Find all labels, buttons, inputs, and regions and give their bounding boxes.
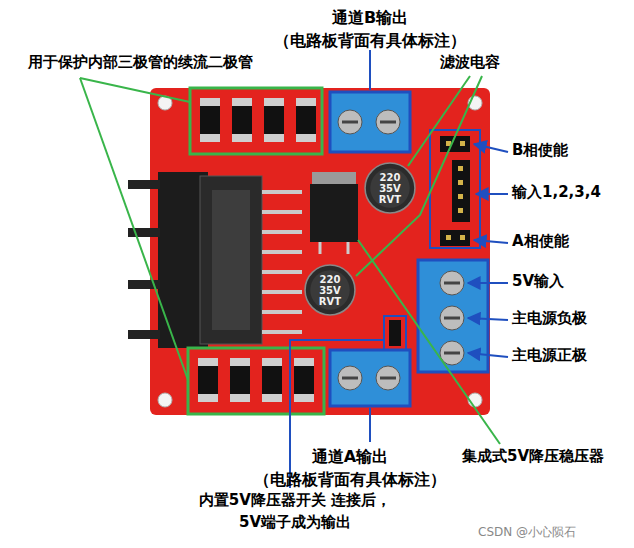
callout-label: 集成式5V降压稳压器 bbox=[462, 446, 604, 468]
callout-label: 滤波电容 bbox=[440, 52, 500, 74]
diodes-top bbox=[190, 88, 322, 154]
header-pins bbox=[430, 130, 480, 248]
power-terminal bbox=[418, 260, 488, 372]
callout-label: 主电源正极 bbox=[512, 345, 587, 367]
leader-lines bbox=[80, 50, 508, 488]
callout-label: 通道A输出 （电路板背面有具体标注） bbox=[250, 445, 450, 491]
diodes-bottom bbox=[188, 348, 324, 414]
capacitor-marking: 220 35V RVT bbox=[379, 172, 401, 205]
callout-label: 内置5V降压器开关 连接后，5V端子成为输出 bbox=[192, 490, 398, 534]
pcb bbox=[150, 88, 490, 415]
callout-label: 5V输入 bbox=[512, 271, 564, 293]
callout-label: B相使能 bbox=[512, 140, 568, 162]
capacitor-marking: 220 35V RVT bbox=[319, 274, 341, 307]
capacitor-top: 220 35V RVT bbox=[364, 162, 416, 214]
terminal-b bbox=[330, 92, 410, 152]
chip-pins bbox=[262, 192, 302, 332]
callout-label: 用于保护内部三极管的续流二极管 bbox=[28, 52, 253, 74]
callout-label: 主电源负极 bbox=[512, 308, 587, 330]
watermark: CSDN @小心陨石 bbox=[478, 524, 576, 541]
heatsink bbox=[128, 172, 262, 348]
terminal-a bbox=[330, 350, 410, 406]
callout-label: 输入1,2,3,4 bbox=[512, 182, 601, 204]
regulator bbox=[310, 172, 358, 254]
callout-label: A相使能 bbox=[512, 231, 569, 253]
jumper bbox=[384, 316, 406, 350]
callout-label: 通道B输出 （电路板背面有具体标注） bbox=[265, 6, 475, 52]
capacitor-top: 220 35V RVT bbox=[304, 264, 356, 316]
